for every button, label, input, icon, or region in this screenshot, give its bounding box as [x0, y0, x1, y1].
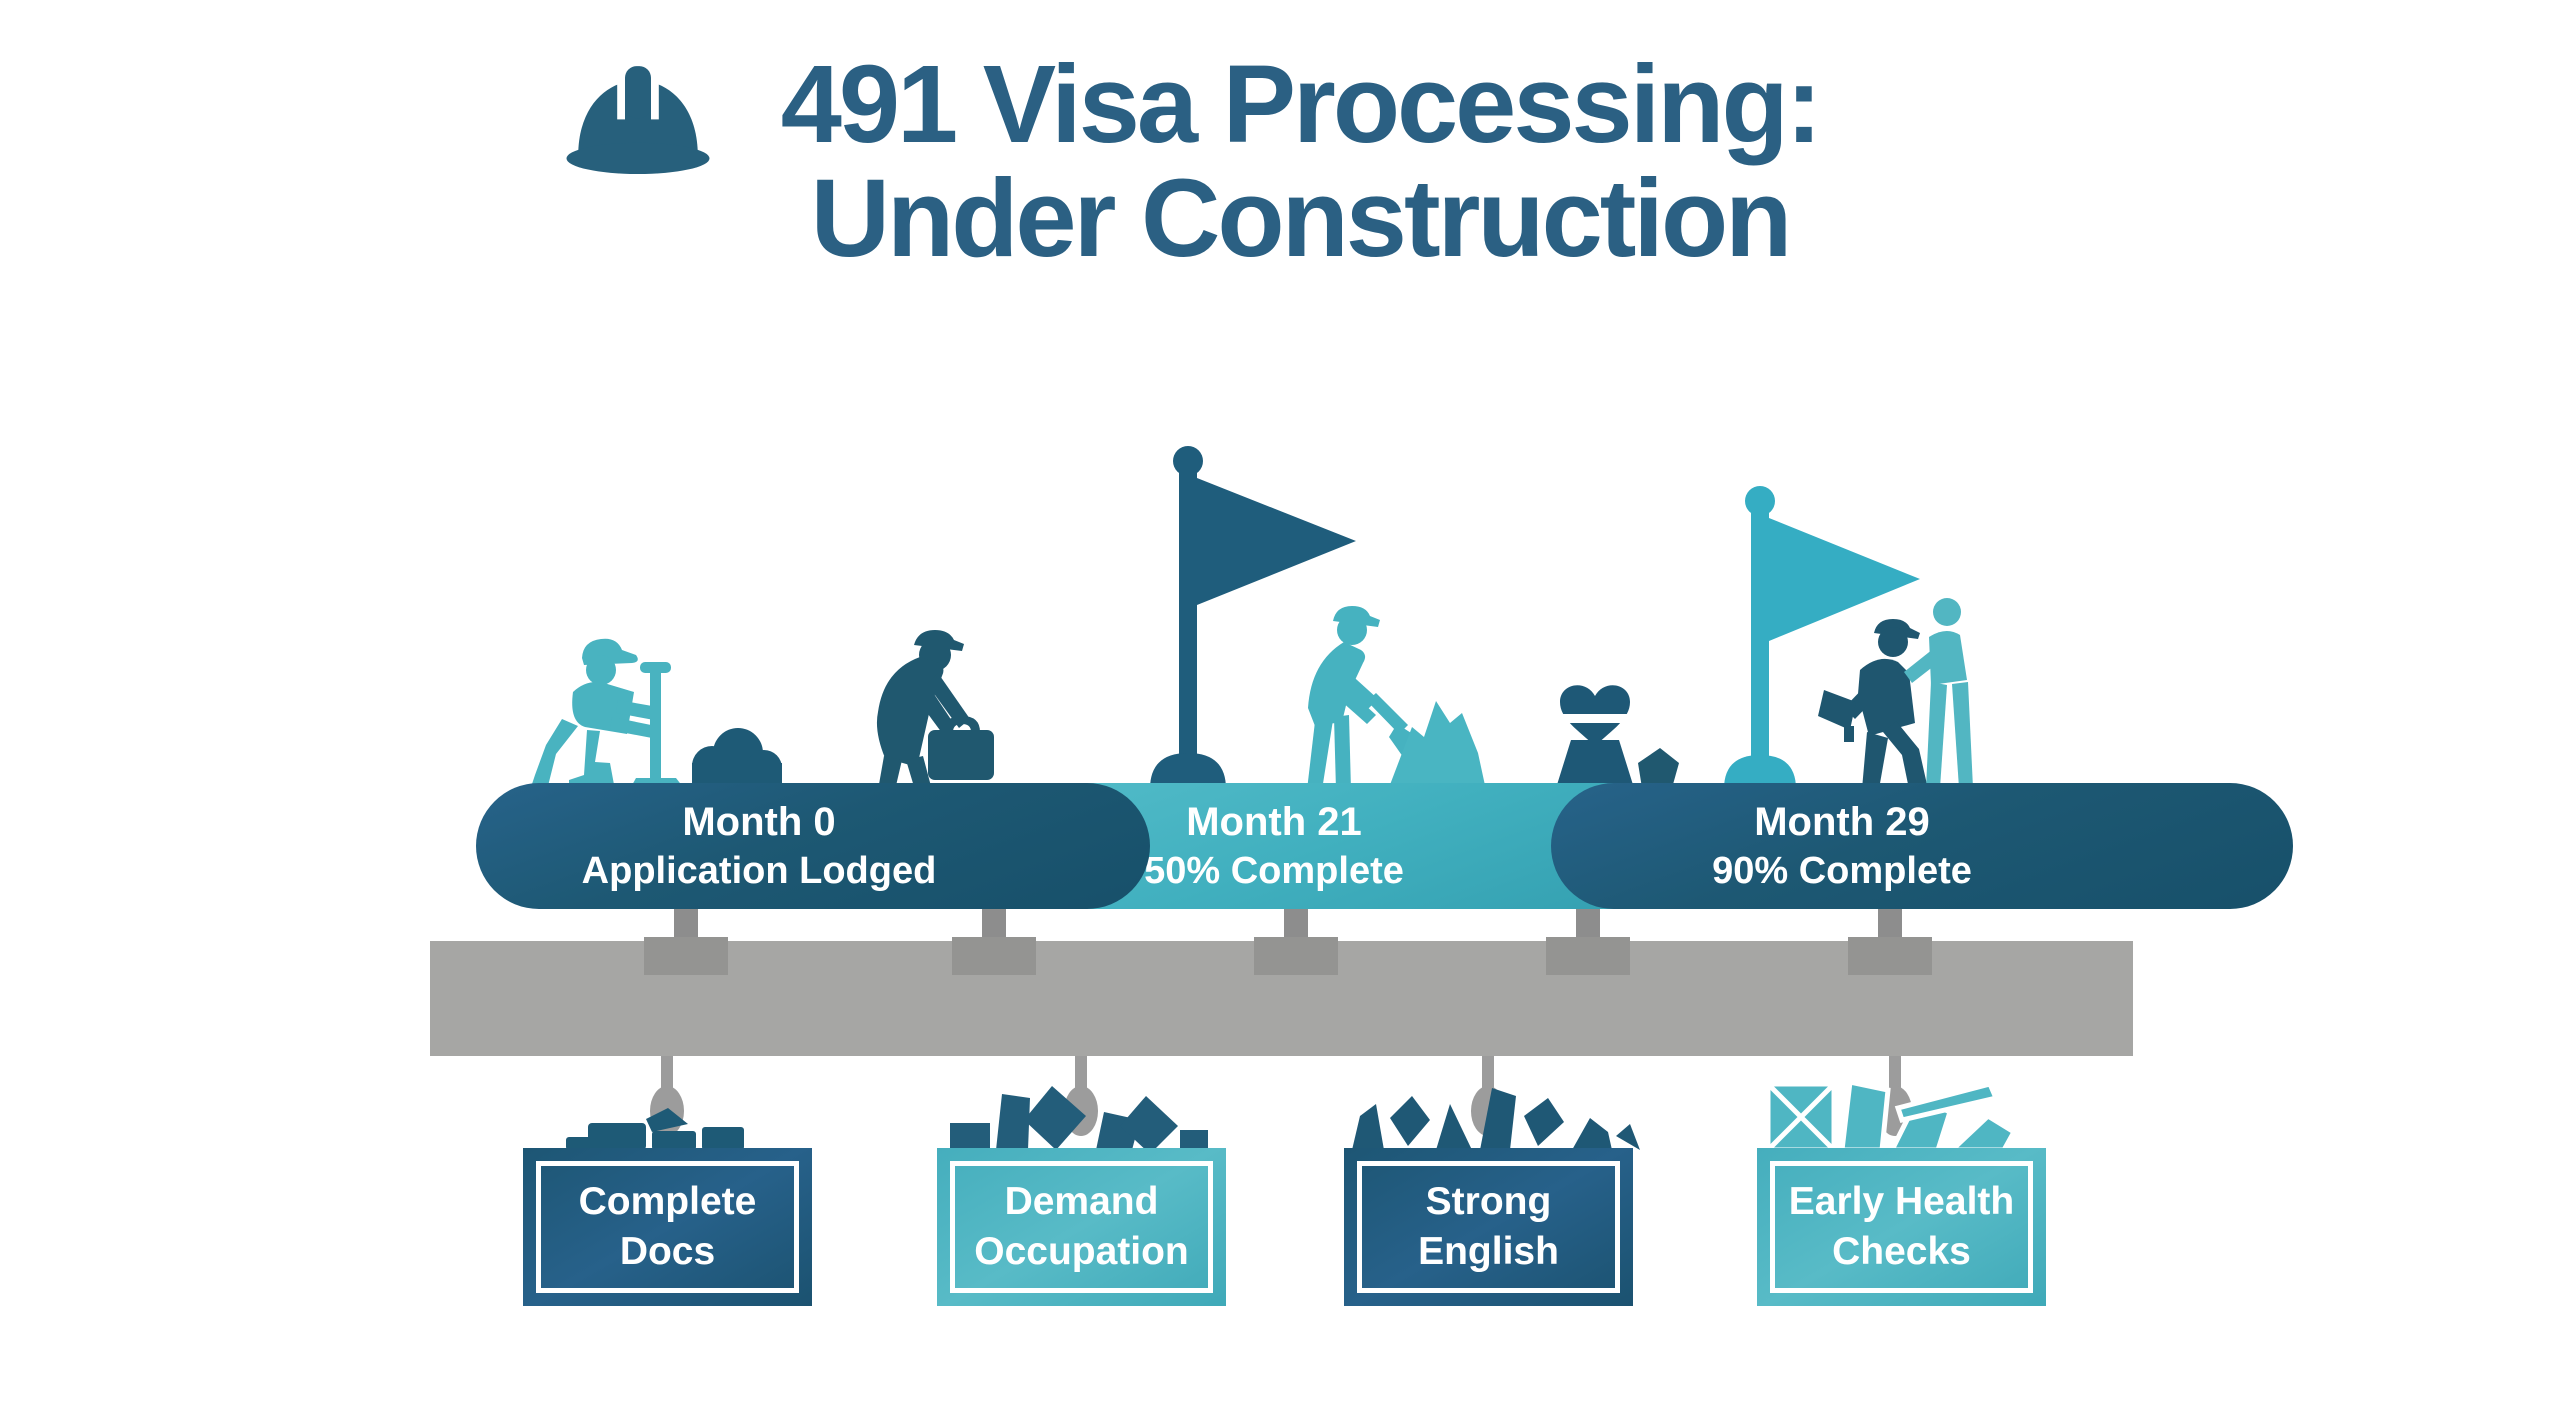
sign-label-line-1: Demand	[1004, 1180, 1159, 1223]
milestone-flag-dark-icon	[1150, 446, 1356, 789]
sign-border: Demand Occupation	[950, 1161, 1213, 1293]
megaphone-worker-icon	[1818, 619, 1928, 789]
support-stem	[674, 909, 698, 939]
sign-border: Strong English	[1357, 1161, 1620, 1293]
sign-border: Early Health Checks	[1770, 1161, 2033, 1293]
sign-label-line-2: English	[1418, 1230, 1559, 1273]
milestone-status-label: 50% Complete	[1144, 850, 1404, 892]
support-stem	[1284, 909, 1308, 939]
sign-label-line-1: Strong	[1425, 1180, 1552, 1223]
bending-worker-toolbox-icon	[876, 630, 994, 790]
sand-pile-icon	[1388, 701, 1486, 790]
sign-label-line-2: Checks	[1832, 1230, 1971, 1273]
requirement-sign-complete-docs: Complete Docs	[523, 1148, 812, 1306]
page-title: 491 Visa Processing: Under Construction	[620, 48, 1980, 276]
heart-monument-icon	[1556, 685, 1634, 788]
title-line-1: 491 Visa Processing:	[780, 43, 1823, 166]
requirement-sign-early-health-checks: Early Health Checks	[1757, 1148, 2046, 1306]
support-stem	[982, 909, 1006, 939]
shoveling-worker-icon	[1307, 606, 1427, 790]
rubble-mound-icon	[692, 728, 782, 788]
pendant-stem	[1075, 1048, 1087, 1094]
sign-label-line-2: Occupation	[974, 1230, 1189, 1273]
support-base	[1546, 937, 1630, 975]
sign-label-line-2: Docs	[619, 1230, 716, 1273]
support-base	[1848, 937, 1932, 975]
milestone-month-label: Month 21	[1186, 800, 1362, 844]
title-line-2: Under Construction	[810, 157, 1793, 280]
pendant-drop	[650, 1086, 684, 1136]
support-base	[952, 937, 1036, 975]
requirement-sign-strong-english: Strong English	[1344, 1148, 1633, 1306]
hard-hat-icon	[566, 66, 710, 174]
pendant-drop	[1471, 1086, 1505, 1136]
sign-label-line-1: Early Health	[1788, 1180, 2015, 1223]
milestone-pill-month-0: Month 0 Application Lodged	[476, 783, 1150, 909]
milestone-month-label: Month 29	[1754, 800, 1930, 844]
pendant-stem	[661, 1048, 673, 1094]
support-base	[1254, 937, 1338, 975]
requirement-sign-demand-occupation: Demand Occupation	[937, 1148, 1226, 1306]
goal-flag-light-icon	[1724, 486, 1920, 789]
milestone-month-label: Month 0	[682, 800, 836, 844]
support-stem	[1576, 909, 1600, 939]
pendant-drop	[1064, 1086, 1098, 1136]
pendant-stem	[1482, 1048, 1494, 1094]
pendant-drop	[1878, 1086, 1912, 1136]
milestone-pill-month-29: Month 29 90% Complete	[1551, 783, 2293, 909]
milestone-status-label: 90% Complete	[1712, 850, 1972, 892]
sign-border: Complete Docs	[536, 1161, 799, 1293]
milestone-status-label: Application Lodged	[581, 850, 937, 892]
support-stem	[1878, 909, 1902, 939]
standing-helper-worker-icon	[1904, 598, 1973, 788]
sign-label-line-1: Complete	[578, 1180, 757, 1223]
support-base	[644, 937, 728, 975]
rock-icon	[1638, 748, 1679, 788]
kneeling-driller-worker-icon	[530, 638, 683, 790]
